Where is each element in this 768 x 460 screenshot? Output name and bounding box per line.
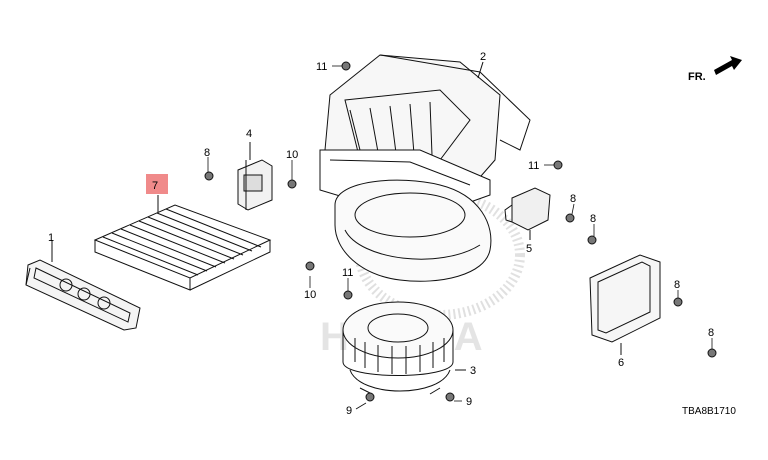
- bolt-icon: [587, 235, 597, 245]
- front-arrow-icon: [714, 56, 742, 75]
- callout-11: 11: [342, 267, 353, 279]
- callout-6: 6: [618, 357, 624, 369]
- bolt-icon: [204, 171, 214, 181]
- bolt-icon: [343, 290, 353, 300]
- callout-8: 8: [570, 193, 576, 205]
- callout-3: 3: [470, 365, 476, 377]
- blower-lower-housing: [334, 179, 492, 282]
- callout-8: 8: [708, 327, 714, 339]
- part-5-actuator: [504, 187, 551, 240]
- callout-labels: 1 2 3 4 5 6 7 8 8 8 8 8 9 9 10 10 11 11 …: [48, 51, 714, 417]
- callout-1: 1: [48, 232, 54, 244]
- bolt-icon: [565, 213, 575, 223]
- callout-10: 10: [304, 289, 316, 301]
- bolt-icon: [341, 61, 351, 71]
- callout-5: 5: [526, 243, 532, 255]
- callout-8: 8: [204, 147, 210, 159]
- callout-10: 10: [286, 149, 298, 161]
- part-3-blower-motor: [342, 301, 466, 395]
- callout-9: 9: [466, 396, 472, 408]
- bolt-icon: [287, 179, 297, 189]
- callout-11: 11: [528, 160, 539, 172]
- callout-7: 7: [152, 180, 158, 192]
- part-7-cabin-filter: [93, 195, 272, 291]
- bolt-icon: [707, 348, 717, 358]
- callout-11: 11: [316, 61, 327, 73]
- front-label: FR.: [688, 71, 706, 83]
- bolt-icon: [365, 392, 375, 402]
- callout-2: 2: [480, 51, 486, 63]
- bolt-icon: [305, 261, 315, 271]
- part-1-filter-lid: [25, 240, 141, 331]
- front-direction-marker: FR.: [688, 56, 742, 83]
- callout-7-highlight: [146, 174, 168, 194]
- callout-8: 8: [590, 213, 596, 225]
- callout-9: 9: [346, 405, 352, 417]
- bolt-icon: [553, 160, 563, 170]
- callout-4: 4: [246, 128, 252, 140]
- bolt-icon: [673, 297, 683, 307]
- part-4-resistor: [237, 142, 273, 211]
- bolt-icon: [445, 392, 455, 402]
- diagram-code: TBA8B1710: [682, 406, 736, 417]
- leader-lines: [207, 65, 713, 410]
- callout-8: 8: [674, 279, 680, 291]
- part-6-control-unit: [589, 254, 661, 355]
